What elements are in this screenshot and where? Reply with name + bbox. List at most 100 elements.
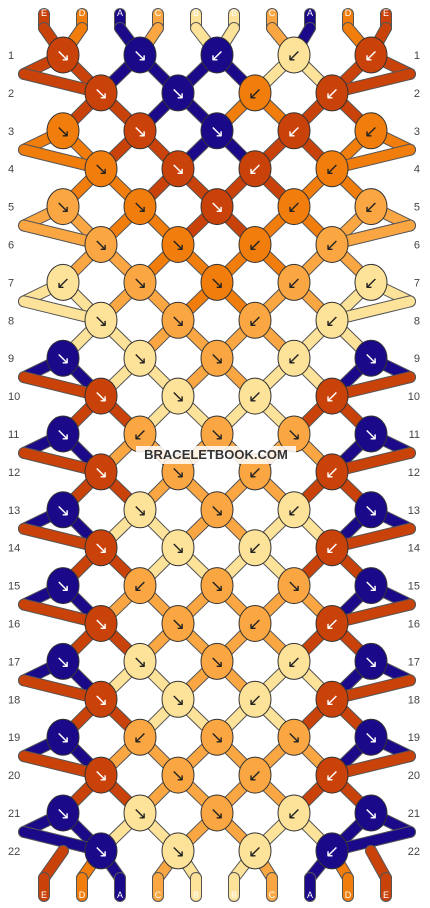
knot: ↘ xyxy=(354,642,388,680)
strand-letter-bottom: C xyxy=(155,890,162,900)
arrow-down-right-icon: ↘ xyxy=(171,690,185,710)
knot: ↘ xyxy=(161,756,195,794)
knot-oval xyxy=(123,491,157,529)
knot-oval xyxy=(200,36,234,74)
row-number-right: 4 xyxy=(414,164,420,176)
knot-oval xyxy=(46,567,80,605)
knot-oval xyxy=(315,605,349,642)
arrow-down-right-icon: ↘ xyxy=(171,387,185,407)
knot-oval xyxy=(46,263,80,301)
knot: ↘ xyxy=(354,339,388,377)
row-number-right: 20 xyxy=(408,770,420,782)
arrow-down-left-icon: ↙ xyxy=(248,387,262,407)
knot: ↘ xyxy=(123,794,157,832)
row-number-left: 7 xyxy=(8,277,14,289)
knot-grid: ↘↘↙↙↙↘↘↙↙↘↘↘↙↙↘↘↙↙↘↘↘↙↙↘↘↙↙↙↘↘↙↙↘↘↙↙↘↘↘↙… xyxy=(46,36,388,870)
knot: ↘ xyxy=(200,112,234,150)
knot-oval xyxy=(238,301,272,339)
knot-oval xyxy=(161,377,195,415)
knot-oval xyxy=(161,301,195,339)
row-number-left: 12 xyxy=(8,467,20,479)
knot: ↘ xyxy=(277,718,311,756)
knot-oval xyxy=(277,188,311,226)
knot-oval xyxy=(354,263,388,301)
arrow-down-right-icon: ↘ xyxy=(171,842,185,862)
knot-oval xyxy=(315,453,349,491)
arrow-down-left-icon: ↙ xyxy=(325,539,339,559)
knot: ↘ xyxy=(354,415,388,453)
knot-oval xyxy=(84,832,118,870)
knot: ↙ xyxy=(238,226,272,263)
arrow-down-right-icon: ↘ xyxy=(94,463,108,483)
knot: ↘ xyxy=(123,112,157,150)
arrow-down-right-icon: ↘ xyxy=(56,804,70,824)
knot-oval xyxy=(354,567,388,605)
arrow-down-right-icon: ↘ xyxy=(94,690,108,710)
knot: ↘ xyxy=(277,415,311,453)
knot: ↙ xyxy=(46,263,80,301)
knot: ↘ xyxy=(123,263,157,301)
knot-oval xyxy=(123,36,157,74)
arrow-down-left-icon: ↙ xyxy=(248,842,262,862)
knot: ↘ xyxy=(84,226,118,263)
arrow-down-right-icon: ↘ xyxy=(56,501,70,521)
row-number-right: 15 xyxy=(408,581,420,593)
knot: ↙ xyxy=(354,263,388,301)
knot-oval xyxy=(354,642,388,680)
arrow-down-right-icon: ↘ xyxy=(171,539,185,559)
knot-oval xyxy=(84,529,118,567)
knot: ↙ xyxy=(277,339,311,377)
strand-letter-bottom: E xyxy=(41,890,47,900)
arrow-down-left-icon: ↙ xyxy=(287,349,301,369)
row-number-right: 22 xyxy=(408,846,420,858)
knot-oval xyxy=(161,605,195,642)
row-number-left: 5 xyxy=(8,202,14,214)
arrow-down-left-icon: ↙ xyxy=(325,690,339,710)
knot: ↘ xyxy=(46,36,80,74)
knot-oval xyxy=(200,491,234,529)
knot: ↘ xyxy=(161,529,195,567)
arrow-down-right-icon: ↘ xyxy=(171,463,185,483)
arrow-down-left-icon: ↙ xyxy=(248,463,262,483)
knot-oval xyxy=(315,74,349,112)
arrow-down-right-icon: ↘ xyxy=(287,577,301,597)
knot-oval xyxy=(315,529,349,567)
knot-oval xyxy=(354,415,388,453)
arrow-down-right-icon: ↘ xyxy=(287,728,301,748)
arrow-down-right-icon: ↘ xyxy=(56,577,70,597)
strand-letter-top: C xyxy=(269,8,276,18)
knot-oval xyxy=(84,453,118,491)
arrow-down-left-icon: ↙ xyxy=(364,273,378,293)
knot: ↙ xyxy=(315,453,349,491)
knot: ↘ xyxy=(161,150,195,188)
knot: ↙ xyxy=(315,377,349,415)
knot: ↘ xyxy=(84,74,118,112)
knot: ↘ xyxy=(46,112,80,150)
knot: ↙ xyxy=(354,112,388,150)
row-number-right: 8 xyxy=(414,315,420,327)
knot-oval xyxy=(123,112,157,150)
strand-letter-top: E xyxy=(41,8,47,18)
knot-oval xyxy=(84,605,118,642)
knot: ↙ xyxy=(277,642,311,680)
knot: ↘ xyxy=(200,491,234,529)
row-number-left: 8 xyxy=(8,315,14,327)
knot-oval xyxy=(277,642,311,680)
strand-letter-bottom: D xyxy=(345,890,352,900)
knot-oval xyxy=(84,150,118,188)
knot-oval xyxy=(123,718,157,756)
arrow-down-left-icon: ↙ xyxy=(287,652,301,672)
knot-oval xyxy=(315,301,349,339)
knot: ↙ xyxy=(315,529,349,567)
arrow-down-left-icon: ↙ xyxy=(248,84,262,104)
arrow-down-right-icon: ↘ xyxy=(94,766,108,786)
arrow-down-left-icon: ↙ xyxy=(248,311,262,331)
knot: ↘ xyxy=(46,415,80,453)
knot: ↘ xyxy=(46,188,80,226)
strand-letter-top: B xyxy=(231,8,237,18)
arrow-down-right-icon: ↘ xyxy=(133,46,147,66)
arrow-down-right-icon: ↘ xyxy=(56,349,70,369)
arrow-down-left-icon: ↙ xyxy=(364,122,378,142)
